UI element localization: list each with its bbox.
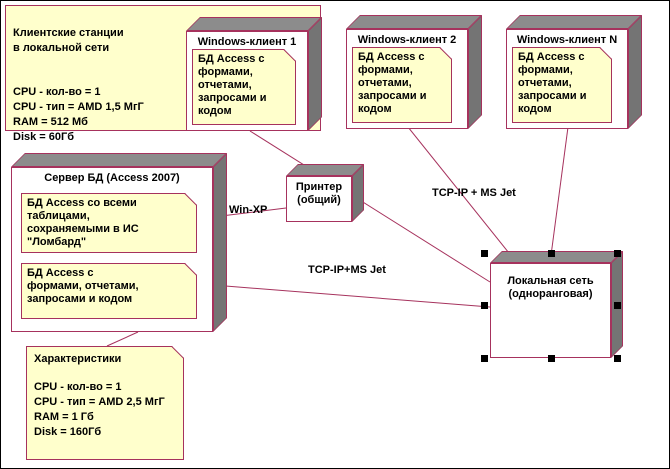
note-fold-icon bbox=[284, 49, 296, 61]
edge-clientN-network[interactable] bbox=[549, 126, 569, 264]
selection-handle[interactable] bbox=[614, 302, 621, 309]
node-side-face bbox=[628, 15, 642, 129]
note-server-forms[interactable]: БД Access с формами, отчетами, запросами… bbox=[21, 263, 197, 319]
node-local-network[interactable]: Локальная сеть (одноранговая) bbox=[490, 251, 623, 358]
selection-handle[interactable] bbox=[481, 302, 488, 309]
note-text: БД Access с формами, отчетами, запросами… bbox=[27, 267, 139, 305]
note-fold-icon bbox=[440, 47, 452, 59]
note-client1-db[interactable]: БД Access с формами, отчетами, запросами… bbox=[192, 49, 296, 125]
node-top-face bbox=[490, 251, 623, 263]
node-side-face bbox=[352, 164, 364, 222]
note-server-characteristics[interactable]: Характеристики CPU - кол-во = 1 CPU - ти… bbox=[26, 346, 184, 460]
spec-box-body: CPU - кол-во = 1 CPU - тип = AMD 1,5 МгГ… bbox=[13, 86, 144, 143]
note-clientN-db[interactable]: БД Access с формами, отчетами, запросами… bbox=[512, 47, 612, 123]
node-front-face bbox=[286, 176, 352, 222]
edge-client2-network[interactable] bbox=[407, 126, 518, 264]
node-title: Windows-клиент 1 bbox=[197, 36, 297, 48]
selection-handle[interactable] bbox=[614, 355, 621, 362]
edge-specnote-server[interactable] bbox=[106, 331, 139, 347]
node-top-face bbox=[346, 15, 482, 29]
note-fold-icon bbox=[185, 193, 197, 205]
edge-label-clients-network: TCP-IP + MS Jet bbox=[432, 187, 516, 199]
node-top-face bbox=[186, 17, 322, 31]
note-fold-icon bbox=[185, 263, 197, 275]
note-text: БД Access со всеми таблицами, сохраняемы… bbox=[27, 197, 139, 248]
selection-handle[interactable] bbox=[548, 355, 555, 362]
node-side-face bbox=[308, 17, 322, 131]
node-top-face bbox=[506, 15, 642, 29]
node-title: Локальная сеть (одноранговая) bbox=[507, 275, 594, 300]
note-fold-icon bbox=[172, 346, 184, 358]
selection-handle[interactable] bbox=[481, 355, 488, 362]
note-title: Характеристики bbox=[34, 353, 122, 365]
note-fold-icon bbox=[600, 47, 612, 59]
node-title: Windows-клиент 2 bbox=[357, 34, 457, 46]
node-printer[interactable]: Принтер (общий) bbox=[286, 164, 364, 222]
node-front-face bbox=[490, 263, 611, 358]
node-side-face bbox=[213, 153, 227, 332]
node-top-face bbox=[11, 153, 227, 167]
node-title: Windows-клиент N bbox=[516, 34, 618, 46]
note-body: CPU - кол-во = 1 CPU - тип = AMD 2,5 МгГ… bbox=[34, 381, 165, 438]
selection-handle[interactable] bbox=[614, 250, 621, 257]
note-text: БД Access с формами, отчетами, запросами… bbox=[198, 53, 267, 117]
note-text: БД Access с формами, отчетами, запросами… bbox=[518, 51, 587, 115]
node-title: Сервер БД (Access 2007) bbox=[44, 172, 180, 184]
note-client2-db[interactable]: БД Access с формами, отчетами, запросами… bbox=[352, 47, 452, 123]
edge-label-win-xp: Win-XP bbox=[229, 204, 268, 216]
note-server-tables[interactable]: БД Access со всеми таблицами, сохраняемы… bbox=[21, 193, 197, 253]
selection-handle[interactable] bbox=[548, 250, 555, 257]
note-text: БД Access с формами, отчетами, запросами… bbox=[358, 51, 427, 115]
node-side-face bbox=[468, 15, 482, 129]
spec-box-title: Клиентские станции в локальной сети bbox=[13, 27, 124, 54]
edge-label-server-network: TCP-IP+MS Jet bbox=[308, 264, 386, 276]
selection-handle[interactable] bbox=[481, 250, 488, 257]
edge-client1-network[interactable] bbox=[249, 130, 491, 283]
node-title: Принтер (общий) bbox=[295, 181, 343, 206]
edge-server-network[interactable] bbox=[212, 284, 491, 308]
